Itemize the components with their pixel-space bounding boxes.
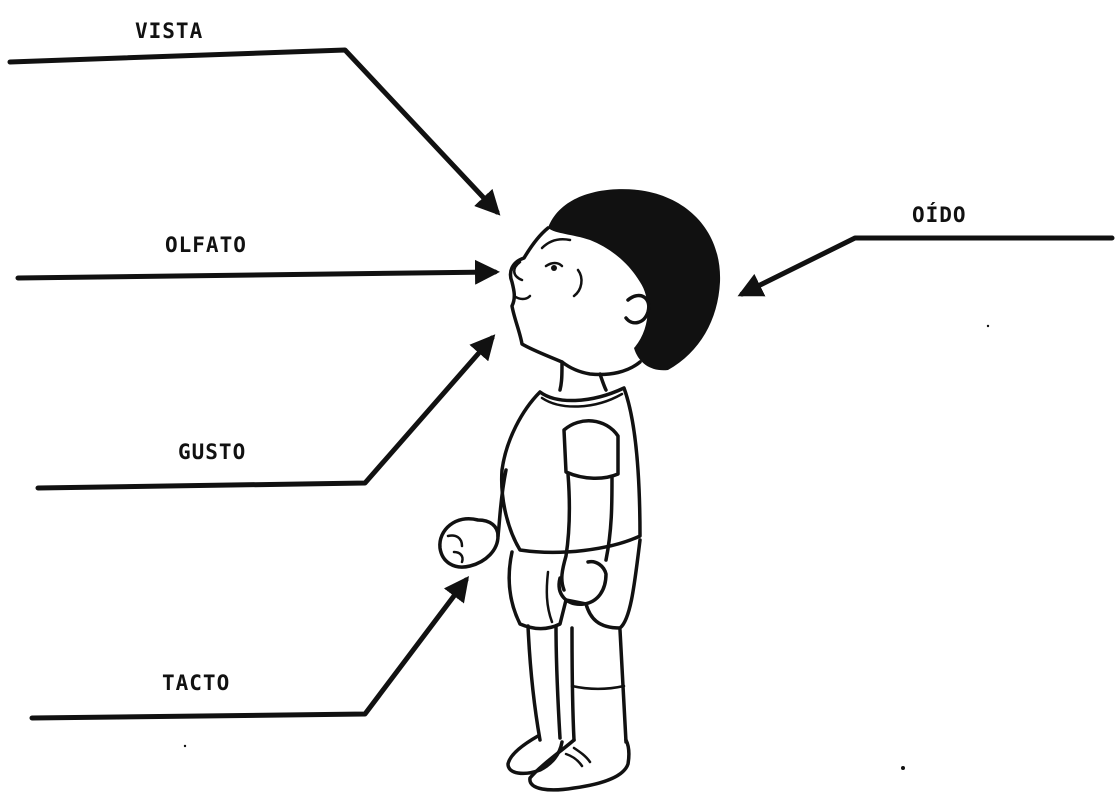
pointer-gusto — [38, 338, 492, 488]
child-leg-back — [528, 626, 560, 740]
child-hair — [548, 189, 720, 370]
child-figure — [440, 189, 720, 790]
scan-speck — [184, 745, 186, 747]
scan-speck — [987, 325, 989, 327]
child-shorts — [509, 540, 640, 629]
child-pupil — [551, 265, 557, 271]
child-sock-line — [572, 686, 624, 689]
pointer-tacto — [32, 580, 466, 718]
child-shoe-front — [530, 740, 629, 790]
pointer-olfato — [18, 272, 495, 278]
child-mouth — [514, 296, 530, 299]
child-fingers — [448, 535, 463, 562]
label-oido: OÍDO — [912, 202, 967, 227]
pointer-vista — [10, 50, 497, 212]
label-vista: VISTA — [135, 19, 203, 43]
child-shorts-seam — [547, 572, 552, 622]
child-leg-front — [572, 628, 626, 742]
child-eyebrow — [542, 239, 570, 248]
child-shoe-laces — [566, 748, 590, 766]
child-cheek — [574, 270, 581, 296]
child-nose — [514, 262, 522, 280]
label-gusto: GUSTO — [178, 440, 246, 464]
child-hand-back — [440, 519, 498, 567]
scan-speck — [901, 766, 905, 770]
child-sleeve — [564, 421, 618, 478]
pointer-oido — [742, 238, 1112, 294]
child-hand-front — [559, 562, 606, 605]
child-ear — [626, 296, 649, 323]
label-olfato: OLFATO — [165, 233, 247, 257]
label-tacto: TACTO — [162, 671, 230, 695]
